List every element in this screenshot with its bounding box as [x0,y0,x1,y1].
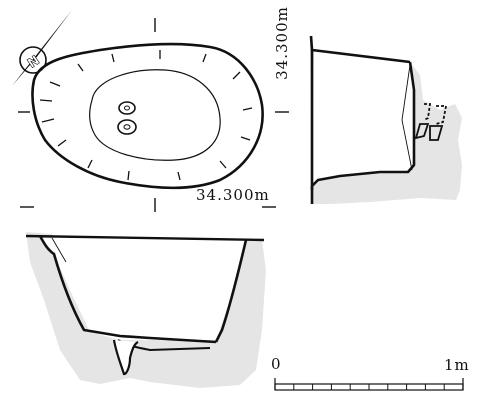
right-section-pit [312,50,414,186]
section-ticks [18,18,289,212]
plan-view [18,18,289,212]
section-view-right [309,35,462,204]
elevation-text-right: 34.300m [273,6,291,80]
plan-outer-outline [31,42,264,190]
plan-inner-outline [89,69,221,161]
elevation-label-bottom: 34.300m [196,186,270,204]
scale-bar-end-label: 1m [444,356,470,374]
bottom-section-pit [40,238,246,340]
scale-bar-start-label: 0 [271,355,282,373]
scale-bar [274,378,464,391]
bottom-section-post-hole [112,339,139,376]
elevation-label-right: 34.300m [270,4,294,88]
plan-hachures [39,50,253,181]
north-arrow-icon: N [12,10,72,86]
plan-post-holes [117,101,137,135]
right-section-post-holes [414,103,448,141]
section-view-bottom [25,232,266,388]
